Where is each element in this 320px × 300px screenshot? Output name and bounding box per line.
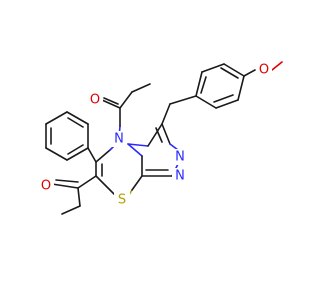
bond — [67, 144, 84, 155]
bond — [237, 75, 245, 101]
bond — [66, 147, 89, 161]
bond — [119, 91, 133, 109]
bond — [271, 61, 283, 71]
bond — [169, 95, 197, 105]
bond — [127, 143, 149, 147]
bond — [200, 76, 207, 94]
chemical-structure-diagram: N N N O O O S — [38, 61, 283, 215]
bond — [243, 69, 256, 77]
bond — [87, 147, 97, 163]
label-background — [111, 131, 127, 147]
bond — [195, 95, 217, 109]
label-background — [38, 178, 54, 194]
label-background — [172, 149, 188, 165]
bond — [103, 97, 119, 105]
label-background — [256, 62, 272, 78]
sulfur-atom-label: S — [118, 193, 126, 208]
bond — [45, 111, 68, 125]
nitrogen-atom-label: N — [114, 132, 124, 147]
bond — [67, 117, 84, 128]
bond — [101, 99, 121, 109]
label-background — [87, 92, 103, 108]
bond — [161, 103, 171, 125]
atom-labels: N N N O O O S — [38, 62, 272, 208]
bond — [61, 205, 81, 215]
bond — [131, 175, 143, 191]
bond — [51, 183, 79, 189]
label-background — [114, 192, 130, 208]
bond — [77, 175, 97, 189]
bond — [155, 127, 163, 143]
label-background — [172, 168, 188, 184]
bond — [77, 187, 81, 207]
bond — [55, 179, 79, 183]
bond — [195, 71, 203, 97]
oxygen-atom-label: O — [41, 179, 51, 194]
bond — [95, 149, 111, 163]
bond — [127, 143, 143, 157]
bond — [223, 63, 245, 77]
bond — [147, 123, 163, 147]
bond — [131, 83, 151, 93]
bonds — [45, 61, 283, 215]
bond — [161, 123, 171, 145]
bond — [201, 63, 225, 73]
bond — [213, 94, 234, 103]
nitrogen-atom-label: N — [175, 150, 185, 165]
oxygen-atom-label: O — [259, 63, 269, 78]
bond — [45, 147, 68, 161]
bond — [95, 175, 117, 197]
oxygen-atom-label: O — [90, 93, 100, 108]
bond — [220, 67, 239, 79]
bond — [66, 111, 89, 125]
bond — [215, 99, 239, 109]
nitrogen-atom-label: N — [175, 169, 185, 184]
